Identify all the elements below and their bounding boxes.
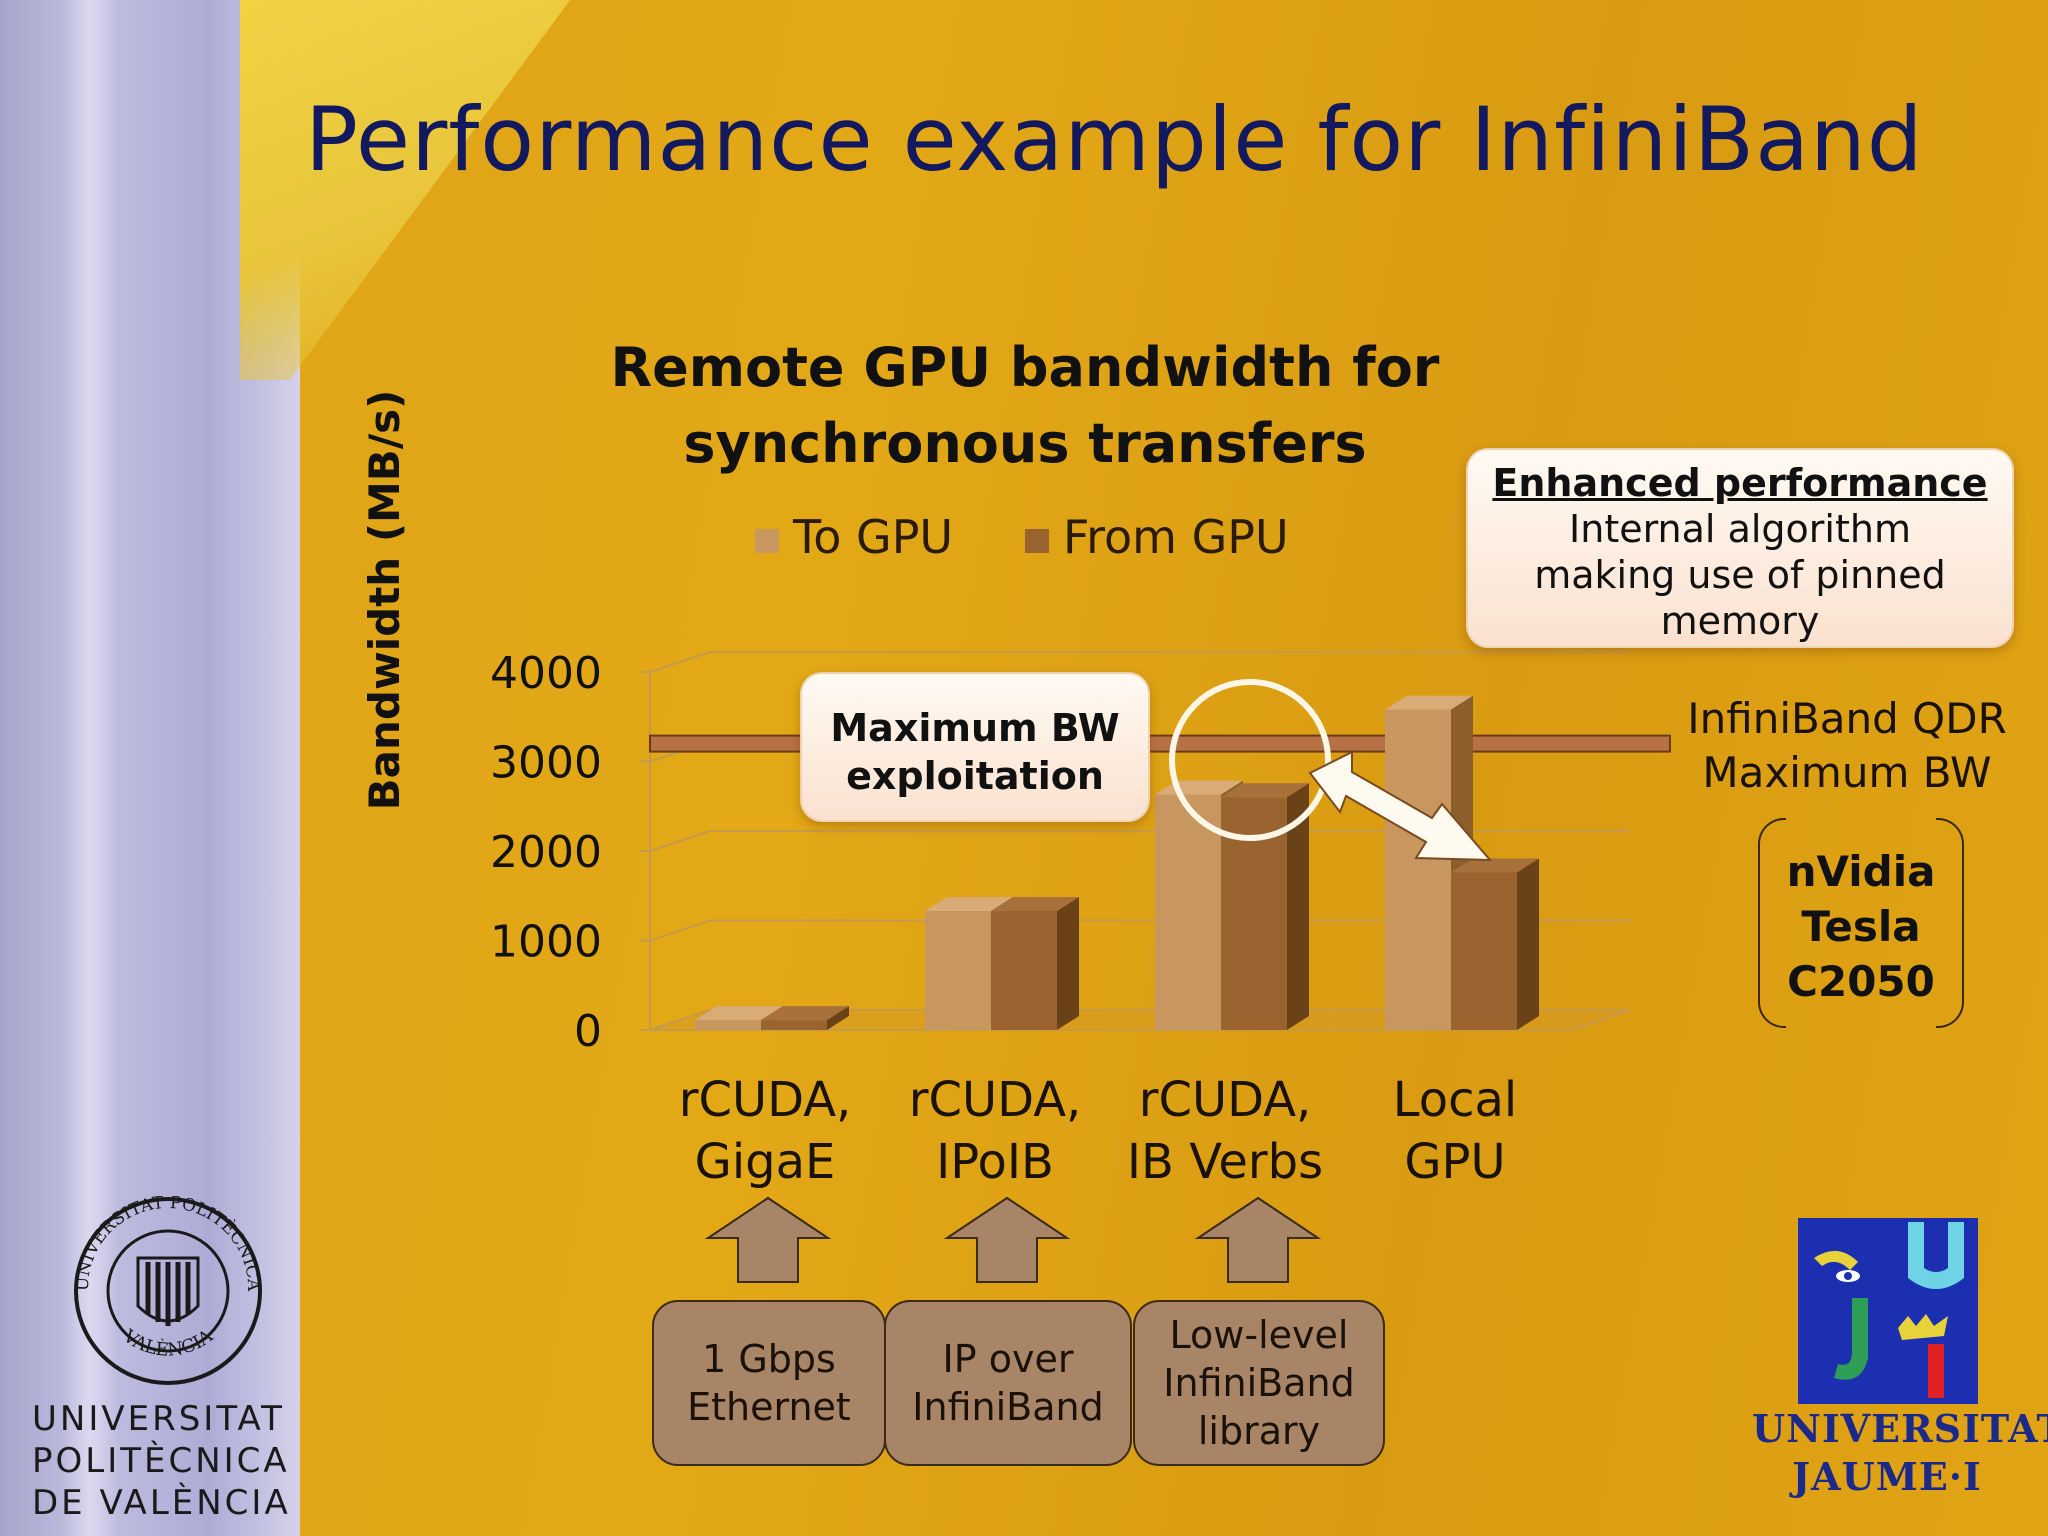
bar-to-gpu bbox=[695, 1020, 761, 1030]
gridline-depth bbox=[649, 651, 711, 673]
up-arrow-icon bbox=[943, 1196, 1071, 1283]
x-tick-label: Local bbox=[1393, 1072, 1517, 1128]
legend-swatch-from-gpu bbox=[1025, 528, 1049, 553]
upv-line-1: UNIVERSITAT bbox=[32, 1399, 285, 1439]
upv-line-2: POLITÈCNICA bbox=[32, 1441, 290, 1481]
gridline-depth bbox=[649, 830, 711, 852]
highlight-circle bbox=[1169, 679, 1331, 841]
network-box-line-3: library bbox=[1197, 1409, 1321, 1453]
x-tick-label: rCUDA, bbox=[679, 1072, 852, 1128]
bar-side bbox=[1057, 896, 1079, 1030]
slide-title: Performance example for InfiniBand bbox=[305, 88, 1924, 191]
x-tick-label: IB Verbs bbox=[1127, 1134, 1323, 1190]
bar-top bbox=[991, 896, 1079, 911]
x-tick-label: rCUDA, bbox=[909, 1072, 1082, 1128]
network-box-line-2: InfiniBand bbox=[912, 1385, 1104, 1429]
network-box-line-1: 1 Gbps bbox=[702, 1337, 836, 1381]
y-tick-label: 3000 bbox=[490, 738, 602, 789]
bar-top bbox=[925, 896, 1013, 911]
callout-enhanced-performance: Enhanced performance Internal algorithm … bbox=[1466, 448, 2014, 648]
uji-line-1: UNIVERSITAT bbox=[1752, 1406, 2048, 1451]
callout-max-line-1: Maximum BW bbox=[830, 706, 1120, 750]
chart-title: Remote GPU bandwidth for synchronous tra… bbox=[590, 330, 1460, 482]
gpu-model-line-3: C2050 bbox=[1787, 957, 1935, 1006]
bar-side bbox=[1287, 783, 1309, 1030]
bar-from-gpu bbox=[1451, 872, 1517, 1030]
callout-max-line-2: exploitation bbox=[846, 754, 1104, 798]
bar-from-gpu bbox=[761, 1020, 827, 1030]
legend-label-to-gpu: To GPU bbox=[793, 510, 954, 564]
gpu-model-line-1: nVidia bbox=[1786, 847, 1936, 896]
uji-logo bbox=[1798, 1218, 1978, 1404]
y-tick-label: 0 bbox=[574, 1006, 602, 1057]
gridline-depth bbox=[649, 919, 711, 942]
bar-top bbox=[1221, 783, 1309, 798]
x-tick-label: IPoIB bbox=[936, 1134, 1054, 1190]
uji-name: UNIVERSITAT JAUME·I bbox=[1752, 1405, 2048, 1501]
reference-line-label: InfiniBand QDR Maximum BW bbox=[1672, 692, 2022, 800]
network-box-ipoib: IP over InfiniBand bbox=[884, 1300, 1132, 1466]
bar-side bbox=[1517, 858, 1539, 1030]
double-arrow-icon bbox=[1308, 750, 1493, 862]
bar-top bbox=[695, 1006, 783, 1021]
chart-title-line-2: synchronous transfers bbox=[683, 412, 1367, 475]
bar-from-gpu bbox=[991, 910, 1057, 1030]
network-box-line-2: InfiniBand bbox=[1163, 1361, 1355, 1405]
callout-enh-line-1: Internal algorithm bbox=[1569, 507, 1911, 551]
legend-swatch-to-gpu bbox=[755, 528, 779, 553]
x-tick-label: rCUDA, bbox=[1139, 1072, 1312, 1128]
reference-line-label-1: InfiniBand QDR bbox=[1687, 694, 2007, 743]
callout-enh-line-3: memory bbox=[1660, 599, 1820, 643]
bar-top bbox=[761, 1006, 849, 1021]
y-tick-label: 1000 bbox=[490, 917, 602, 968]
network-box-gigae: 1 Gbps Ethernet bbox=[652, 1300, 886, 1466]
svg-text:VALÈNCIA: VALÈNCIA bbox=[118, 1325, 217, 1361]
bar-top bbox=[1385, 695, 1473, 710]
chart-title-line-1: Remote GPU bandwidth for bbox=[610, 336, 1440, 399]
upv-name: UNIVERSITAT POLITÈCNICA DE VALÈNCIA bbox=[32, 1398, 291, 1524]
network-box-line-1: Low-level bbox=[1169, 1313, 1349, 1357]
upv-line-3: DE VALÈNCIA bbox=[32, 1483, 291, 1523]
legend-item-from-gpu: From GPU bbox=[1025, 510, 1289, 564]
bar-to-gpu bbox=[1385, 709, 1451, 1030]
network-box-ibverbs: Low-level InfiniBand library bbox=[1133, 1300, 1385, 1466]
x-tick-label: GigaE bbox=[695, 1134, 836, 1190]
callout-enh-line-2: making use of pinned bbox=[1534, 553, 1946, 597]
reference-line-label-2: Maximum BW bbox=[1702, 748, 1992, 797]
upv-seal-logo: UNIVERSITAT POLITÈCNICA VALÈNCIA bbox=[73, 1196, 263, 1385]
network-box-line-1: IP over bbox=[942, 1337, 1074, 1381]
bar-top bbox=[1451, 858, 1539, 873]
y-tick-label: 4000 bbox=[490, 648, 602, 699]
legend-label-from-gpu: From GPU bbox=[1063, 510, 1289, 564]
legend-item-to-gpu: To GPU bbox=[755, 510, 953, 564]
bar-to-gpu bbox=[1155, 794, 1221, 1030]
bar-side bbox=[827, 1006, 849, 1030]
gpu-model-note: nVidia Tesla C2050 bbox=[1758, 818, 1964, 1028]
callout-enh-heading: Enhanced performance bbox=[1492, 461, 1988, 505]
bar-to-gpu bbox=[925, 910, 991, 1030]
uji-line-2: JAUME·I bbox=[1792, 1454, 1982, 1499]
network-box-line-2: Ethernet bbox=[687, 1385, 851, 1429]
y-tick-label: 2000 bbox=[490, 827, 602, 878]
x-tick-label: GPU bbox=[1404, 1134, 1505, 1190]
callout-max-bw: Maximum BW exploitation bbox=[800, 672, 1150, 822]
gpu-model-line-2: Tesla bbox=[1801, 902, 1921, 951]
up-arrow-icon bbox=[1194, 1196, 1322, 1283]
up-arrow-icon bbox=[704, 1196, 832, 1283]
